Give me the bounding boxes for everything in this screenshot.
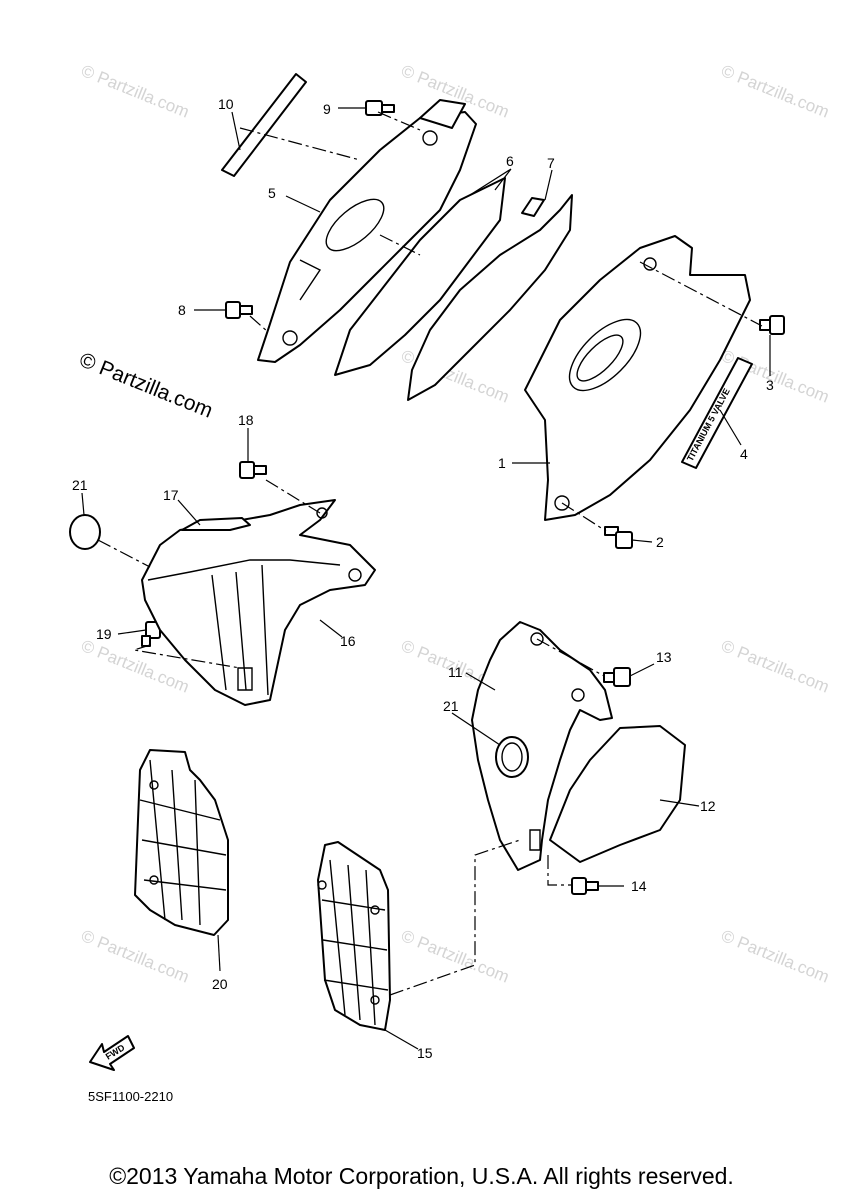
part-7-sticker: [521, 197, 545, 217]
assembly-lines: [97, 111, 763, 996]
callout-4: 4: [740, 446, 748, 462]
callout-10: 10: [218, 96, 234, 112]
part-17-tab: [181, 517, 251, 531]
callout-12: 12: [700, 798, 716, 814]
bolt-18: [239, 461, 267, 479]
callout-21-right: 21: [443, 698, 459, 714]
callout-15: 15: [417, 1045, 433, 1061]
callout-18: 18: [238, 412, 254, 428]
callout-11: 11: [448, 664, 463, 680]
watermark: © Partzilla.com: [79, 61, 192, 122]
watermark: © Partzilla.com: [719, 926, 832, 987]
watermark: © Partzilla.com: [719, 61, 832, 122]
callout-5: 5: [268, 185, 276, 201]
partzilla-logo: © Partzilla.com: [76, 348, 216, 422]
part-10-strip: [221, 73, 307, 177]
watermark: © Partzilla.com: [399, 926, 512, 987]
callout-9: 9: [323, 101, 331, 117]
leader-lines: [81, 107, 771, 1050]
copyright-notice: ©2013 Yamaha Motor Corporation, U.S.A. A…: [109, 1163, 734, 1189]
part-21-sticker: [69, 514, 101, 550]
part-1-side-cover: [524, 235, 751, 521]
bolt-8: [225, 301, 253, 319]
part-15-louver: [317, 841, 391, 1031]
callout-7: 7: [547, 155, 555, 171]
callout-21-left: 21: [72, 477, 88, 493]
callout-2: 2: [656, 534, 664, 550]
callout-20: 20: [212, 976, 228, 992]
bolt-14: [571, 877, 599, 895]
callout-6: 6: [506, 153, 514, 169]
callout-19: 19: [96, 626, 112, 642]
callout-13: 13: [656, 649, 672, 665]
watermark: © Partzilla.com: [79, 926, 192, 987]
callout-8: 8: [178, 302, 186, 318]
callouts: 10 9 6 7 5 8 3 4 1 2 18 21 17 19 16 13 1…: [72, 96, 774, 1061]
diagram-code: 5SF1100-2210: [88, 1089, 174, 1104]
callout-17: 17: [163, 487, 179, 503]
part-20-radiator-guard: [134, 749, 229, 936]
callout-1: 1: [498, 455, 506, 471]
callout-16: 16: [340, 633, 356, 649]
part-6-panel: [334, 177, 573, 401]
bolt-3: [759, 315, 785, 335]
part-16-shroud: [141, 499, 376, 706]
bolt-13: [603, 667, 631, 687]
watermark: © Partzilla.com: [719, 636, 832, 697]
part-5-inner-cover: [257, 99, 477, 363]
fwd-arrow-icon: FWD: [89, 1035, 135, 1071]
bolt-2: [604, 526, 633, 549]
part-21-emblem: [495, 736, 529, 778]
callout-14: 14: [631, 878, 647, 894]
callout-3: 3: [766, 377, 774, 393]
part-12-decal: [549, 725, 686, 863]
